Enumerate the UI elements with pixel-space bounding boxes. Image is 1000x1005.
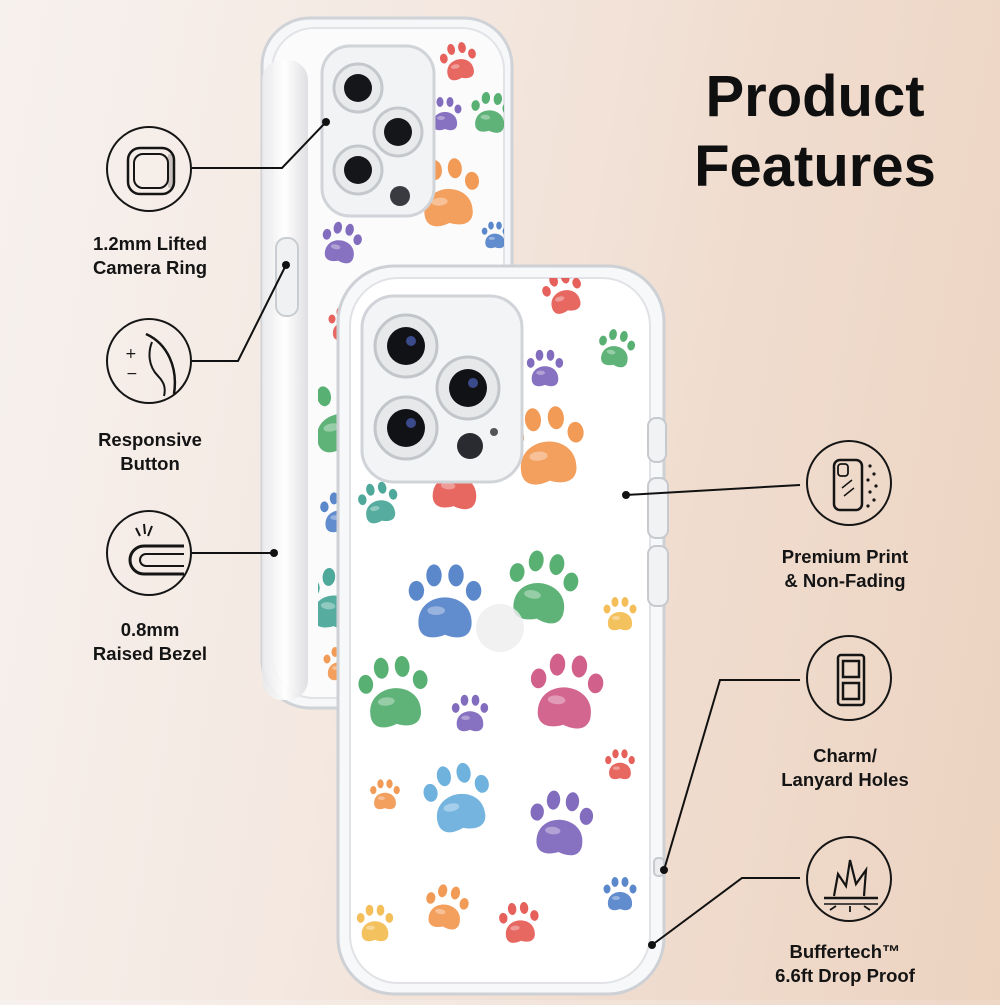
paw-print [603, 877, 637, 911]
paw-print [603, 597, 637, 631]
front-paw-pattern [356, 278, 637, 943]
lanyard-holes-icon [806, 635, 892, 721]
raised-bezel-icon [106, 510, 192, 596]
paw-print [499, 901, 539, 943]
paw-print [471, 91, 504, 133]
paw-print [358, 481, 398, 524]
feature-label-drop: Buffertech™ 6.6ft Drop Proof [775, 941, 915, 986]
paw-print [530, 653, 604, 729]
svg-text:+: + [125, 346, 137, 362]
feature-label-print: Premium Print & Non-Fading [781, 546, 909, 591]
paw-print [426, 884, 469, 930]
paw-print [370, 779, 400, 810]
paw-print [605, 749, 635, 780]
feature-label-camera: 1.2mm Lifted Camera Ring [92, 233, 208, 278]
paw-print [542, 278, 581, 314]
page-title: Product Features [694, 64, 936, 199]
responsive-button-icon: +− [106, 318, 192, 404]
feature-label-button: Responsive Button [98, 429, 202, 474]
paw-print [451, 694, 489, 732]
paw-print [408, 564, 482, 638]
paw-print [439, 42, 476, 81]
paw-print [526, 349, 564, 387]
paw-print [358, 655, 428, 728]
paw-print [322, 221, 362, 264]
paw-print [356, 904, 394, 942]
paw-print [530, 790, 594, 856]
premium-print-icon [806, 440, 892, 526]
svg-text:−: − [126, 366, 138, 382]
feature-label-lanyard: Charm/ Lanyard Holes [781, 745, 909, 790]
camera-ring-icon [106, 126, 192, 212]
paw-print [509, 550, 579, 624]
paw-print [599, 329, 636, 368]
feature-label-bezel: 0.8mm Raised Bezel [92, 619, 208, 664]
paw-print [423, 762, 489, 833]
drop-proof-icon [806, 836, 892, 922]
front-phone [336, 264, 669, 996]
paw-print [481, 221, 504, 249]
